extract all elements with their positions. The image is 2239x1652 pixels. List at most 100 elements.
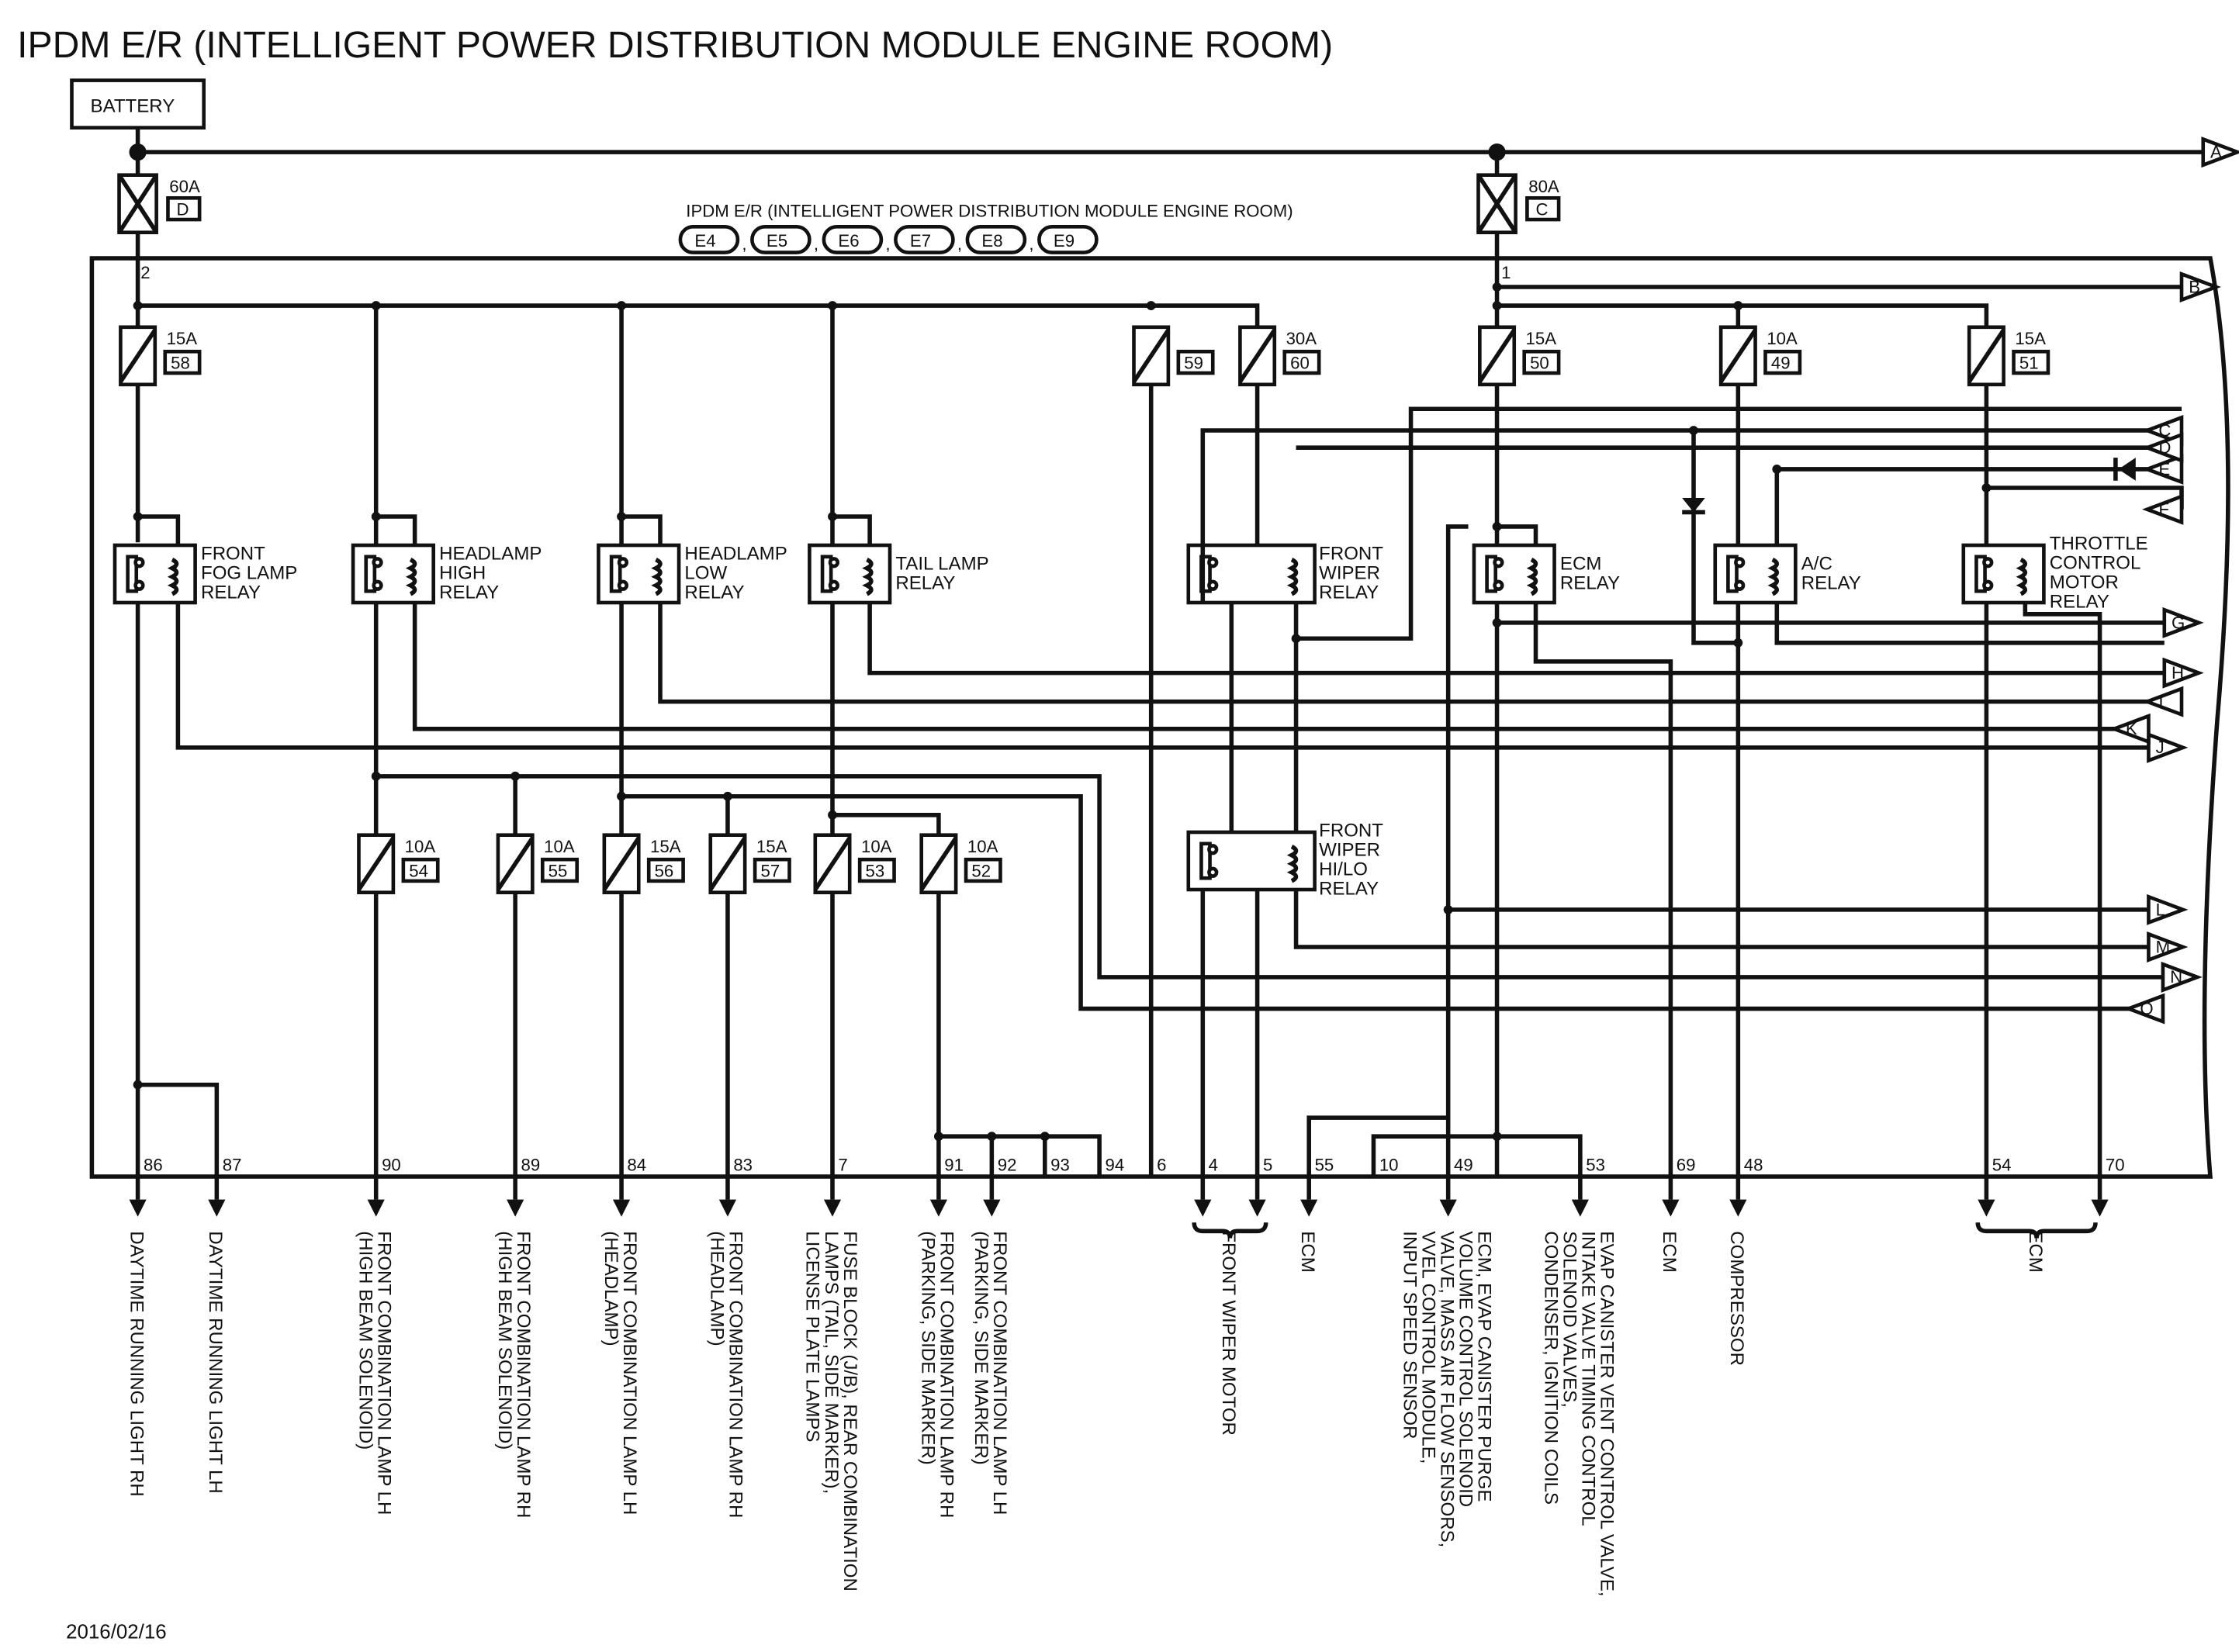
separator: ,	[957, 234, 962, 254]
fuse-number-box	[1522, 349, 1561, 375]
wire	[1497, 1134, 1583, 1177]
output-label: FRONT COMBINATION LAMP LH	[989, 1231, 1010, 1515]
output-label: FRONT COMBINATION LAMP LH	[373, 1231, 394, 1515]
fuse-rating: 15A	[1526, 329, 1557, 348]
relay-terminal	[1207, 844, 1219, 855]
fuse-number: 50	[1530, 353, 1549, 372]
output-label: (HIGH BEAM SOLENOID)	[494, 1231, 515, 1450]
wire	[175, 603, 2149, 750]
connector-ref-label: E	[2158, 459, 2170, 479]
relay-label: TAIL LAMP	[895, 553, 988, 574]
connector-ref-k	[2109, 713, 2151, 745]
relay-terminal	[372, 579, 383, 591]
relay-label: HEADLAMP	[684, 543, 787, 564]
relay-label: WIPER	[1319, 562, 1380, 583]
relay-label: FRONT	[1319, 821, 1383, 842]
connector-ref-label: B	[2189, 277, 2200, 296]
output-label: FRONT COMBINATION LAMP RH	[936, 1231, 957, 1518]
output-label: VALVE, MASS AIR FLOW SENSORS,	[1436, 1231, 1457, 1547]
connector-ref-l	[2147, 893, 2189, 925]
wire	[137, 1082, 220, 1177]
wire	[708, 836, 747, 891]
output-arrow-icon	[1662, 1199, 1680, 1217]
date-stamp: 2016/02/16	[66, 1622, 167, 1643]
wire	[602, 836, 641, 891]
relay-terminal	[1734, 579, 1746, 591]
diagram-root: IPDM E/R (INTELLIGENT POWER DISTRIBUTION…	[17, 24, 2239, 1643]
connector-ref-label: C	[2158, 420, 2171, 440]
connector-ref-label: D	[2158, 438, 2171, 458]
wire	[1445, 524, 1469, 1177]
connector-ref-label: J	[2156, 738, 2165, 757]
output-arrow-icon	[129, 1199, 147, 1217]
output-arrow-icon	[823, 1199, 842, 1217]
connector-ref-label: A	[2210, 143, 2222, 162]
wire	[1238, 328, 1277, 383]
fuse-rating: 30A	[1286, 329, 1317, 348]
terminal-label: 1	[1501, 263, 1511, 282]
fuse-rating: 15A	[756, 837, 787, 856]
fuse-number-box	[540, 857, 580, 883]
junction-dot	[1772, 465, 1782, 474]
fuse-number-box	[964, 857, 1002, 883]
output-label: DAYTIME RUNNING LIGHT LH	[205, 1231, 226, 1493]
connector-badge	[750, 224, 812, 254]
connector-ref-a	[2201, 137, 2239, 168]
wire	[2023, 603, 2102, 1177]
output-label: ECM	[1659, 1231, 1680, 1272]
terminal-number: 49	[1454, 1156, 1473, 1175]
relay-label: HEADLAMP	[439, 543, 542, 564]
terminal-number: 89	[521, 1156, 541, 1175]
fuse-number-box	[163, 349, 202, 375]
output-label: FUSE BLOCK (J/B), REAR COMBINATION	[839, 1231, 860, 1592]
output-label: FRONT COMBINATION LAMP LH	[619, 1231, 640, 1515]
connector-code: E5	[767, 231, 787, 251]
relay-coil-icon	[1286, 558, 1299, 596]
connector-badge	[678, 224, 740, 254]
diode-icon	[1682, 497, 1705, 513]
relay-label: RELAY	[1801, 572, 1861, 593]
relay-label: ECM	[1560, 553, 1601, 574]
relay-coil-icon	[1286, 845, 1299, 883]
connector-ref-f	[2142, 493, 2184, 525]
page-title: IPDM E/R (INTELLIGENT POWER DISTRIBUTION…	[17, 24, 1333, 66]
fuse-number: 52	[971, 861, 991, 880]
connector-ref-b	[2179, 271, 2221, 302]
output-label: VVEL CONTROL MODULE,	[1417, 1231, 1438, 1464]
wire	[1306, 1115, 1448, 1177]
connector-code: E9	[1054, 231, 1075, 251]
junction-dot	[987, 1132, 997, 1142]
wire	[1497, 524, 1538, 546]
output-label: (HEADLAMP)	[600, 1231, 621, 1346]
wire	[832, 813, 941, 835]
connector-ref-label: F	[2158, 499, 2169, 519]
terminal-number: 94	[1105, 1156, 1124, 1175]
relay-terminal	[133, 579, 145, 591]
wire	[1296, 406, 2182, 641]
output-label: LAMPS (TAIL, SIDE MARKER),	[821, 1231, 842, 1494]
output-label: EVAP CANISTER VENT CONTROL VALVE,	[1597, 1231, 1618, 1596]
connector-ref-label: G	[2172, 613, 2185, 632]
terminal-number: 54	[1992, 1156, 2012, 1175]
fuse-rating: 10A	[1767, 329, 1798, 348]
connector-badge	[822, 224, 884, 254]
separator: ,	[1029, 234, 1033, 254]
fuse-number-box	[753, 857, 791, 883]
relay-label: RELAY	[684, 582, 744, 603]
output-label: ECM, EVAP CANISTER PURGE	[1474, 1231, 1495, 1502]
connector-ref-label: L	[2156, 900, 2165, 919]
terminal-label: 2	[140, 263, 150, 282]
relay-label: FRONT	[1319, 543, 1383, 564]
fuse-rating: 15A	[2015, 329, 2046, 348]
wire	[137, 514, 181, 546]
junction-dot	[933, 1132, 943, 1142]
fusible-link-id-box	[1525, 195, 1561, 222]
junction-dot	[1492, 301, 1502, 310]
wire	[1371, 1134, 1497, 1177]
wire	[621, 514, 663, 546]
fusible-link-rating: 80A	[1528, 177, 1559, 196]
terminal-number: 90	[382, 1156, 401, 1175]
relay-label: RELAY	[1560, 572, 1620, 593]
relay-contact	[126, 555, 139, 593]
relay-label: WIPER	[1319, 840, 1380, 861]
